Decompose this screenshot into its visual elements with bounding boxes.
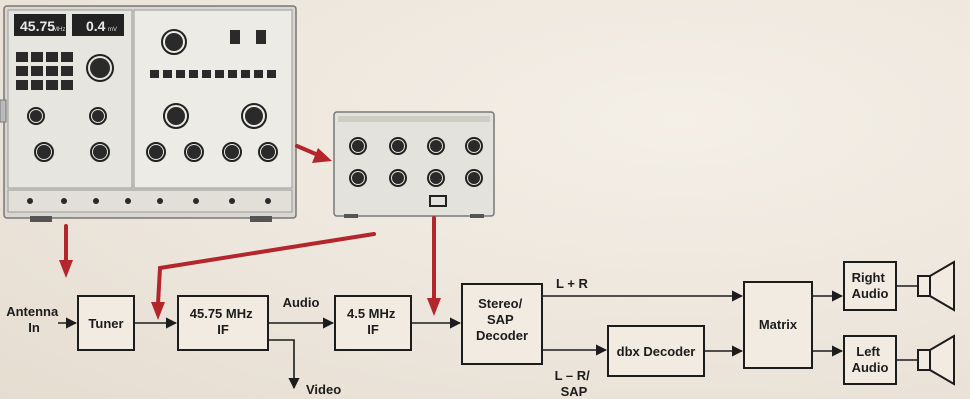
- dbx-decoder-label: dbx Decoder: [617, 344, 696, 359]
- stereo-generator-instrument: [333, 111, 495, 218]
- button-row: [150, 70, 276, 78]
- speaker-icon: [917, 334, 955, 386]
- matrix-label: Matrix: [759, 317, 798, 332]
- if-45-75-block: [177, 295, 269, 351]
- bottom-connector-strip: [27, 198, 271, 204]
- left-audio-label: Left Audio: [852, 344, 889, 375]
- right-audio-block: [843, 261, 897, 311]
- speaker-icon: [917, 260, 955, 312]
- frequency-display: [14, 14, 66, 36]
- stereo-sap-decoder-block: [461, 283, 543, 365]
- level-unit: mV: [108, 27, 117, 33]
- frequency-unit: MHz: [53, 27, 65, 33]
- level-display: [72, 14, 124, 36]
- if-4-5-block: [334, 295, 412, 351]
- red-signal-arrows: [59, 144, 441, 320]
- l-plus-r-label: L + R: [556, 276, 589, 291]
- audio-label: Audio: [283, 295, 320, 310]
- l-minus-r-sap-label: L – R/ SAP: [555, 368, 594, 399]
- stereo-sap-decoder-label: Stereo/ SAP Decoder: [476, 296, 528, 343]
- keypad: [16, 52, 73, 90]
- matrix-block: [743, 281, 813, 369]
- if-45-75-label: 45.75 MHz IF: [190, 306, 257, 337]
- level-readout: 0.4: [86, 18, 106, 34]
- frequency-readout: 45.75: [20, 18, 55, 34]
- dbx-decoder-block: [607, 325, 705, 377]
- tuning-knob: [90, 58, 110, 78]
- tuner-label: Tuner: [88, 316, 123, 331]
- right-audio-label: Right Audio: [852, 270, 889, 301]
- left-audio-block: [843, 335, 897, 385]
- if-4-5-label: 4.5 MHz IF: [347, 306, 399, 337]
- video-label: Video: [306, 382, 341, 397]
- antenna-in-label: Antenna In: [6, 304, 62, 335]
- signal-generator-instrument: 45.75 MHz 0.4 mV: [0, 5, 297, 222]
